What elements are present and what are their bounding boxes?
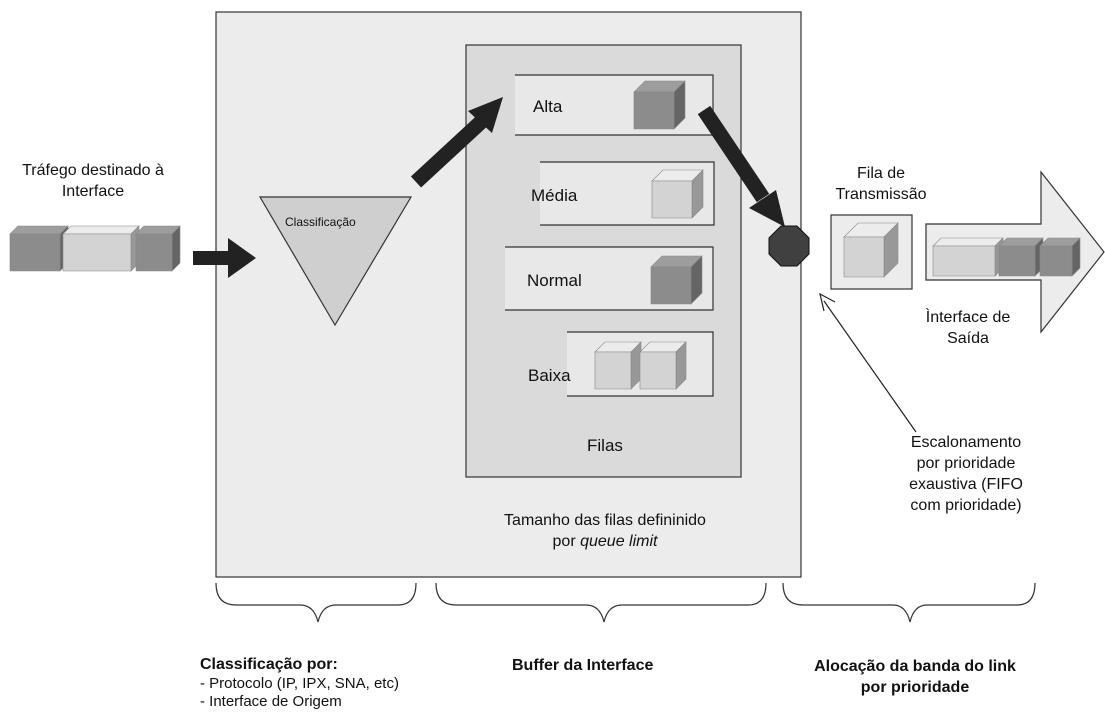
queue-label-alta: Alta bbox=[533, 97, 563, 116]
scheduler-octagon bbox=[768, 225, 810, 267]
classifier-label: Classificação bbox=[285, 215, 356, 229]
packet-cube bbox=[9, 225, 69, 272]
scheduling-label: Escalonamento por prioridade exaustiva (… bbox=[891, 432, 1041, 516]
classifier-to-alta-arrow bbox=[410, 97, 503, 188]
queue-size-prefix: por bbox=[552, 533, 581, 550]
queue-size-param: queue limit bbox=[580, 533, 658, 550]
classification-item-origin: - Interface de Origem bbox=[200, 693, 342, 710]
queues-caption: Filas bbox=[587, 436, 623, 455]
packet-cube bbox=[650, 255, 703, 305]
packet-cube bbox=[633, 80, 686, 130]
output-interface-label: Ìnterface de Saída bbox=[908, 307, 1028, 349]
allocation-section: Alocação da banda do link por prioridade bbox=[808, 656, 1022, 698]
classification-title: Classificação por: bbox=[200, 656, 338, 673]
packet-cube bbox=[932, 237, 1004, 277]
input-traffic-line1: Tráfego destinado à bbox=[22, 162, 164, 179]
queue-label-baixa: Baixa bbox=[528, 366, 571, 385]
queue-label-normal: Normal bbox=[527, 271, 582, 290]
allocation-line1: Alocação da banda do link bbox=[814, 658, 1016, 675]
brace-allocation bbox=[782, 582, 1036, 623]
output-interface-line1: Ìnterface de bbox=[925, 309, 1011, 326]
packet-cube bbox=[594, 341, 642, 390]
transmission-queue-line1: Fila de bbox=[856, 165, 906, 182]
input-arrow bbox=[193, 238, 256, 278]
queue-size-line1: Tamanho das filas defininido bbox=[504, 512, 706, 529]
packet-cube bbox=[1039, 237, 1081, 277]
buffer-section-title: Buffer da Interface bbox=[512, 657, 654, 674]
transmission-queue-line2: Transmissão bbox=[835, 186, 927, 203]
queue-size-line2: por queue limit bbox=[462, 531, 748, 552]
packet-cube bbox=[62, 225, 140, 272]
packet-cube bbox=[135, 225, 181, 272]
brace-classification bbox=[215, 582, 417, 623]
scheduling-line4: com prioridade) bbox=[910, 497, 1022, 514]
scheduler-pointer-arrow bbox=[819, 292, 917, 433]
input-traffic-label: Tráfego destinado à Interface bbox=[0, 160, 186, 202]
packet-cube bbox=[843, 222, 899, 278]
scheduling-line2: por prioridade bbox=[916, 455, 1016, 472]
queue-size-label: Tamanho das filas defininido por queue l… bbox=[462, 510, 748, 552]
input-traffic-line2: Interface bbox=[61, 183, 125, 200]
classification-section: Classificação por: - Protocolo (IP, IPX,… bbox=[200, 654, 399, 711]
scheduling-line3: exaustiva (FIFO bbox=[909, 476, 1023, 493]
packet-cubes bbox=[9, 80, 1081, 390]
packet-cube bbox=[998, 237, 1044, 277]
brace-buffer bbox=[435, 582, 767, 623]
transmission-queue-label: Fila de Transmissão bbox=[826, 163, 936, 205]
packet-cube bbox=[651, 169, 704, 219]
queue-label-media: Média bbox=[531, 186, 578, 205]
allocation-line2: por prioridade bbox=[860, 679, 970, 696]
alta-to-scheduler-arrow bbox=[697, 105, 785, 227]
classifier-triangle bbox=[258, 196, 413, 327]
scheduling-line1: Escalonamento bbox=[910, 434, 1022, 451]
packet-cube bbox=[639, 341, 687, 390]
output-interface-line2: Saída bbox=[947, 330, 989, 347]
classification-item-protocol: - Protocolo (IP, IPX, SNA, etc) bbox=[200, 675, 399, 692]
